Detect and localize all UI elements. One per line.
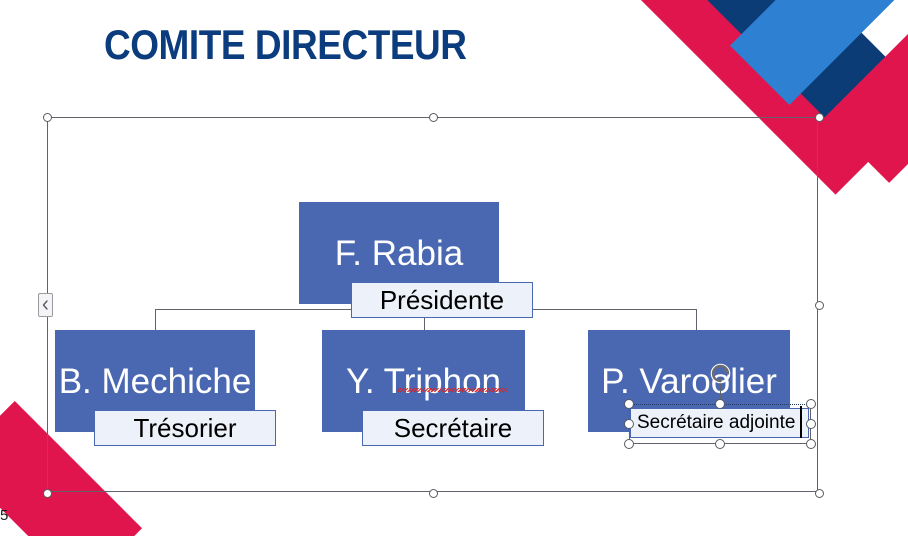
chevron-left-icon[interactable] <box>38 293 53 317</box>
smartart-handle-bottom-center[interactable] <box>429 489 438 498</box>
selected-shape-text: Secrétaire adjointe <box>637 412 796 433</box>
spellcheck-underline <box>397 388 507 392</box>
connector-drop-secretary <box>424 309 425 331</box>
org-node-treasurer-name: B. Mechiche <box>58 361 252 401</box>
smartart-selection-frame[interactable] <box>43 113 824 498</box>
deco-band-crimson-top-right-b <box>824 0 908 183</box>
rotate-icon[interactable] <box>710 363 731 384</box>
slide-title: COMITE DIRECTEUR <box>104 21 467 68</box>
deco-band-blue-top-right <box>729 0 908 106</box>
smartart-handle-bottom-right[interactable] <box>815 489 824 498</box>
resize-handle-top-left[interactable] <box>624 399 634 409</box>
org-node-president-role[interactable]: Présidente <box>351 282 533 318</box>
org-node-secretary-role[interactable]: Secrétaire <box>362 410 544 446</box>
resize-handle-middle-right[interactable] <box>806 419 816 429</box>
resize-handle-bottom-right[interactable] <box>806 439 816 449</box>
smartart-handle-top-left[interactable] <box>43 113 52 122</box>
smartart-handle-top-right[interactable] <box>815 113 824 122</box>
connector-drop-treasurer <box>155 309 156 331</box>
resize-handle-bottom-left[interactable] <box>624 439 634 449</box>
selected-shape-fill <box>630 408 809 438</box>
org-node-president-name: F. Rabia <box>334 233 464 273</box>
selected-shape-deputy-role[interactable]: Secrétaire adjointe <box>624 399 816 449</box>
rotation-handle-stem <box>720 378 721 404</box>
org-node-treasurer-role[interactable]: Trésorier <box>94 410 276 446</box>
slide-page-number: 5 <box>0 507 9 524</box>
smartart-handle-top-center[interactable] <box>429 113 438 122</box>
resize-handle-top-center[interactable] <box>715 399 725 409</box>
text-cursor-caret <box>800 406 802 438</box>
org-node-deputy-secretary-name: P. Varoolier <box>601 361 777 401</box>
smartart-handle-middle-right[interactable] <box>815 301 824 310</box>
resize-handle-bottom-center[interactable] <box>715 439 725 449</box>
smartart-handle-bottom-left[interactable] <box>43 489 52 498</box>
resize-handle-middle-left[interactable] <box>624 419 634 429</box>
resize-handle-top-right[interactable] <box>806 399 816 409</box>
connector-drop-deputy <box>696 309 697 331</box>
org-node-secretary-name: Y. Triphon <box>345 361 502 401</box>
